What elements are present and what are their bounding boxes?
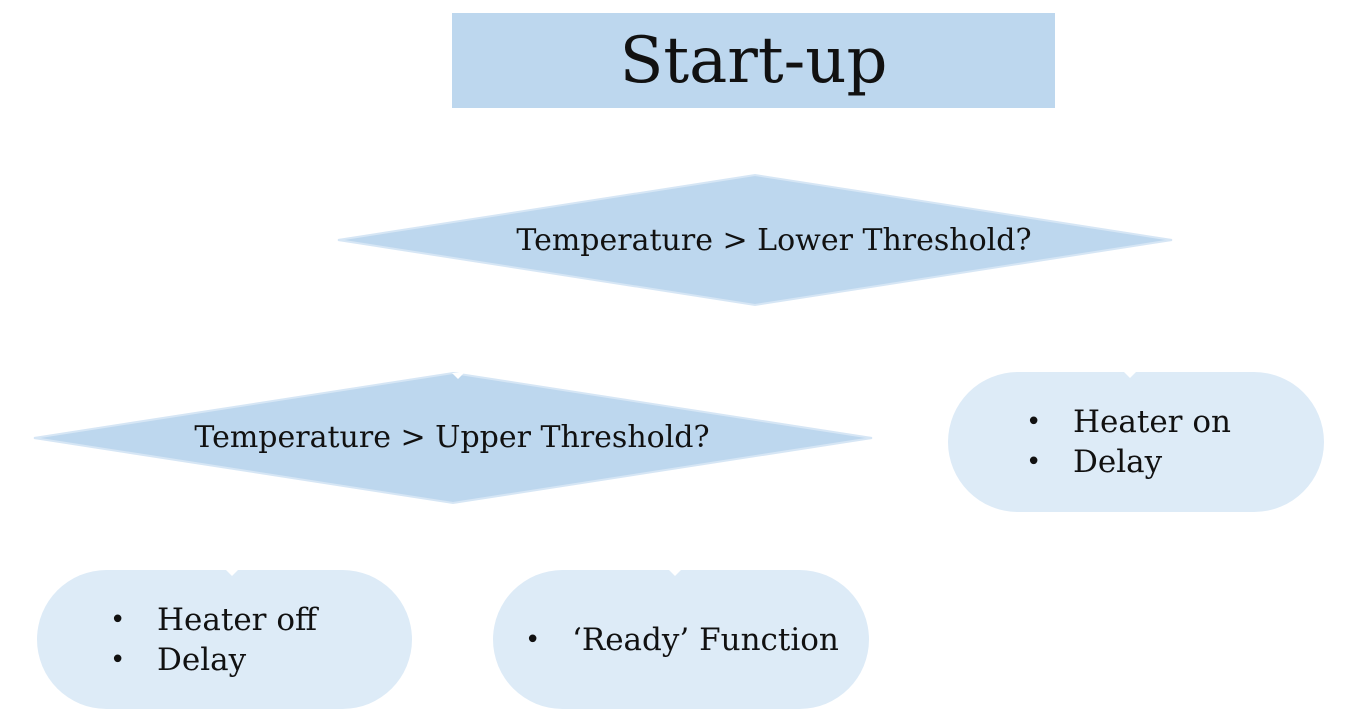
bullet-icon: • (1026, 447, 1042, 477)
decision-upper-threshold (33, 371, 873, 505)
start-up-label: Start-up (619, 23, 888, 98)
decision-lower-threshold (337, 173, 1173, 307)
list-item-text: ‘Ready’ Function (572, 621, 839, 658)
bullet-icon: • (1026, 407, 1042, 437)
list-item: • Delay (110, 640, 317, 680)
connector-notch (669, 570, 681, 576)
list-item-text: Delay (157, 641, 247, 678)
action-heater-off-list: • Heater off • Delay (110, 600, 317, 680)
list-item-text: Heater off (157, 601, 318, 638)
action-ready-function-list: • ‘Ready’ Function (525, 620, 839, 660)
bullet-icon: • (525, 624, 541, 655)
connector-notch (452, 373, 464, 379)
connector-notch (226, 570, 238, 576)
bullet-icon: • (110, 644, 126, 675)
decision-upper-threshold-label: Temperature > Upper Threshold? (194, 420, 710, 455)
list-item: • Heater on (1026, 402, 1231, 442)
list-item-text: Delay (1073, 444, 1163, 480)
list-item: • Delay (1026, 442, 1231, 482)
action-heater-on: • Heater on • Delay (948, 372, 1324, 512)
decision-lower-threshold-label: Temperature > Lower Threshold? (516, 223, 1032, 258)
action-heater-off: • Heater off • Delay (37, 570, 412, 709)
list-item-text: Heater on (1073, 404, 1231, 440)
connector-notch (1124, 372, 1136, 378)
list-item: • Heater off (110, 600, 317, 640)
action-heater-on-list: • Heater on • Delay (1026, 402, 1231, 482)
list-item: • ‘Ready’ Function (525, 620, 839, 660)
start-up-box: Start-up (452, 13, 1055, 108)
action-ready-function: • ‘Ready’ Function (493, 570, 869, 709)
bullet-icon: • (110, 604, 126, 635)
